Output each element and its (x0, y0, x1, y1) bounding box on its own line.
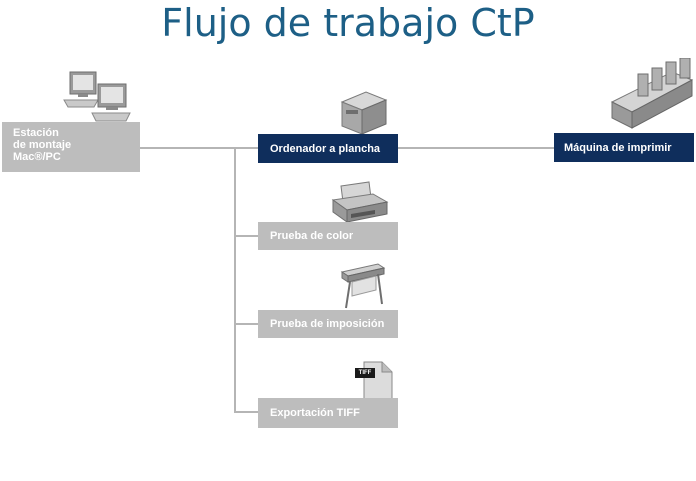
workstation-computers-icon (63, 71, 131, 122)
connector-platesetter-press (398, 147, 554, 149)
tiff-badge-label: TIFF (358, 370, 372, 376)
tiff-export-box: Exportación TIFF (258, 398, 398, 428)
platesetter-box: Ordenador a plancha (258, 134, 398, 163)
connector-branch-tiff-export (234, 411, 258, 413)
page-title: Flujo de trabajo CtP (161, 1, 535, 45)
connector-station-platesetter (140, 147, 258, 149)
connector-vertical-trunk (234, 147, 236, 413)
printing-press-box: Máquina de imprimir (554, 133, 694, 162)
platesetter-icon (340, 91, 388, 135)
connector-branch-imposition-proof (234, 323, 258, 325)
tiff-export-label: Exportación TIFF (270, 407, 360, 419)
printing-press-label: Máquina de imprimir (564, 142, 672, 154)
proof-printer-icon (331, 181, 389, 223)
imposition-proof-box: Prueba de imposición (258, 310, 398, 338)
platesetter-label: Ordenador a plancha (270, 143, 381, 155)
connector-branch-color-proof (234, 235, 258, 237)
workstation-label-line-1: Estación (13, 127, 59, 139)
workstation-label-line-2: de montaje (13, 139, 72, 151)
printing-press-icon (610, 58, 694, 129)
plotter-icon (340, 263, 386, 309)
color-proof-label: Prueba de color (270, 230, 354, 242)
color-proof-box: Prueba de color (258, 222, 398, 250)
workstation-label-line-3: Mac®/PC (13, 151, 61, 163)
imposition-proof-label: Prueba de imposición (270, 318, 385, 330)
tiff-document-icon (363, 361, 393, 401)
tiff-badge: TIFF (355, 368, 375, 378)
workstation-box: Estación de montaje Mac®/PC (2, 122, 140, 172)
